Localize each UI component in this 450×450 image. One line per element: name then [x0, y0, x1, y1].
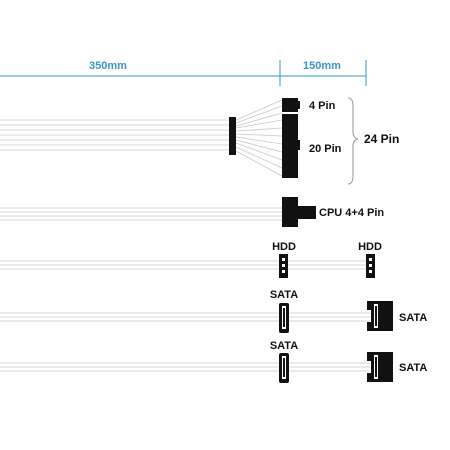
- dimension-label-150mm: 150mm: [303, 60, 341, 72]
- sata-label-inline-2: SATA: [270, 340, 298, 352]
- sata-label-end-2: SATA: [399, 362, 427, 374]
- hdd-molex-connector-2: [366, 254, 375, 278]
- sata-wires-2: [0, 362, 370, 372]
- sata-label-end-1: SATA: [399, 312, 427, 324]
- sata-inline-connector-2: [279, 353, 289, 383]
- atx-bundle-wires: [0, 119, 230, 151]
- atx-20pin-label: 20 Pin: [309, 143, 342, 155]
- atx-brace: [347, 97, 359, 185]
- hdd-wires: [0, 260, 372, 270]
- dimension-label-350mm: 350mm: [89, 60, 127, 72]
- dimension-group: 350mm 150mm: [0, 60, 367, 86]
- cpu-wires: [0, 207, 282, 221]
- cpu-label: CPU 4+4 Pin: [319, 207, 384, 219]
- atx-20pin-latch: [296, 140, 300, 150]
- atx-20pin-connector: [282, 114, 298, 178]
- sata-end-connector-2: [367, 352, 393, 382]
- cpu-cable: CPU 4+4 Pin: [0, 197, 384, 227]
- sata-inline-connector-1: [279, 303, 289, 333]
- atx-cable-clamp: [229, 117, 236, 155]
- cpu-connector-latch: [296, 206, 316, 219]
- hdd-label-1: HDD: [272, 241, 296, 253]
- hdd-cable: HDD HDD: [0, 241, 382, 278]
- sata-end-connector-1: [367, 301, 393, 331]
- atx-24pin-cable: 4 Pin 20 Pin 24 Pin: [0, 97, 399, 185]
- atx-4pin-latch: [294, 101, 300, 109]
- sata-wires-1: [0, 312, 370, 322]
- sata-cable-1: SATA SATA: [0, 289, 427, 333]
- atx-fanout-wires: [235, 99, 283, 177]
- cpu-connector: [282, 197, 298, 227]
- atx-24pin-label: 24 Pin: [364, 132, 399, 146]
- hdd-molex-connector-1: [279, 254, 288, 278]
- hdd-label-2: HDD: [358, 241, 382, 253]
- sata-label-inline-1: SATA: [270, 289, 298, 301]
- sata-cable-2: SATA SATA: [0, 340, 427, 383]
- atx-4pin-label: 4 Pin: [309, 100, 336, 112]
